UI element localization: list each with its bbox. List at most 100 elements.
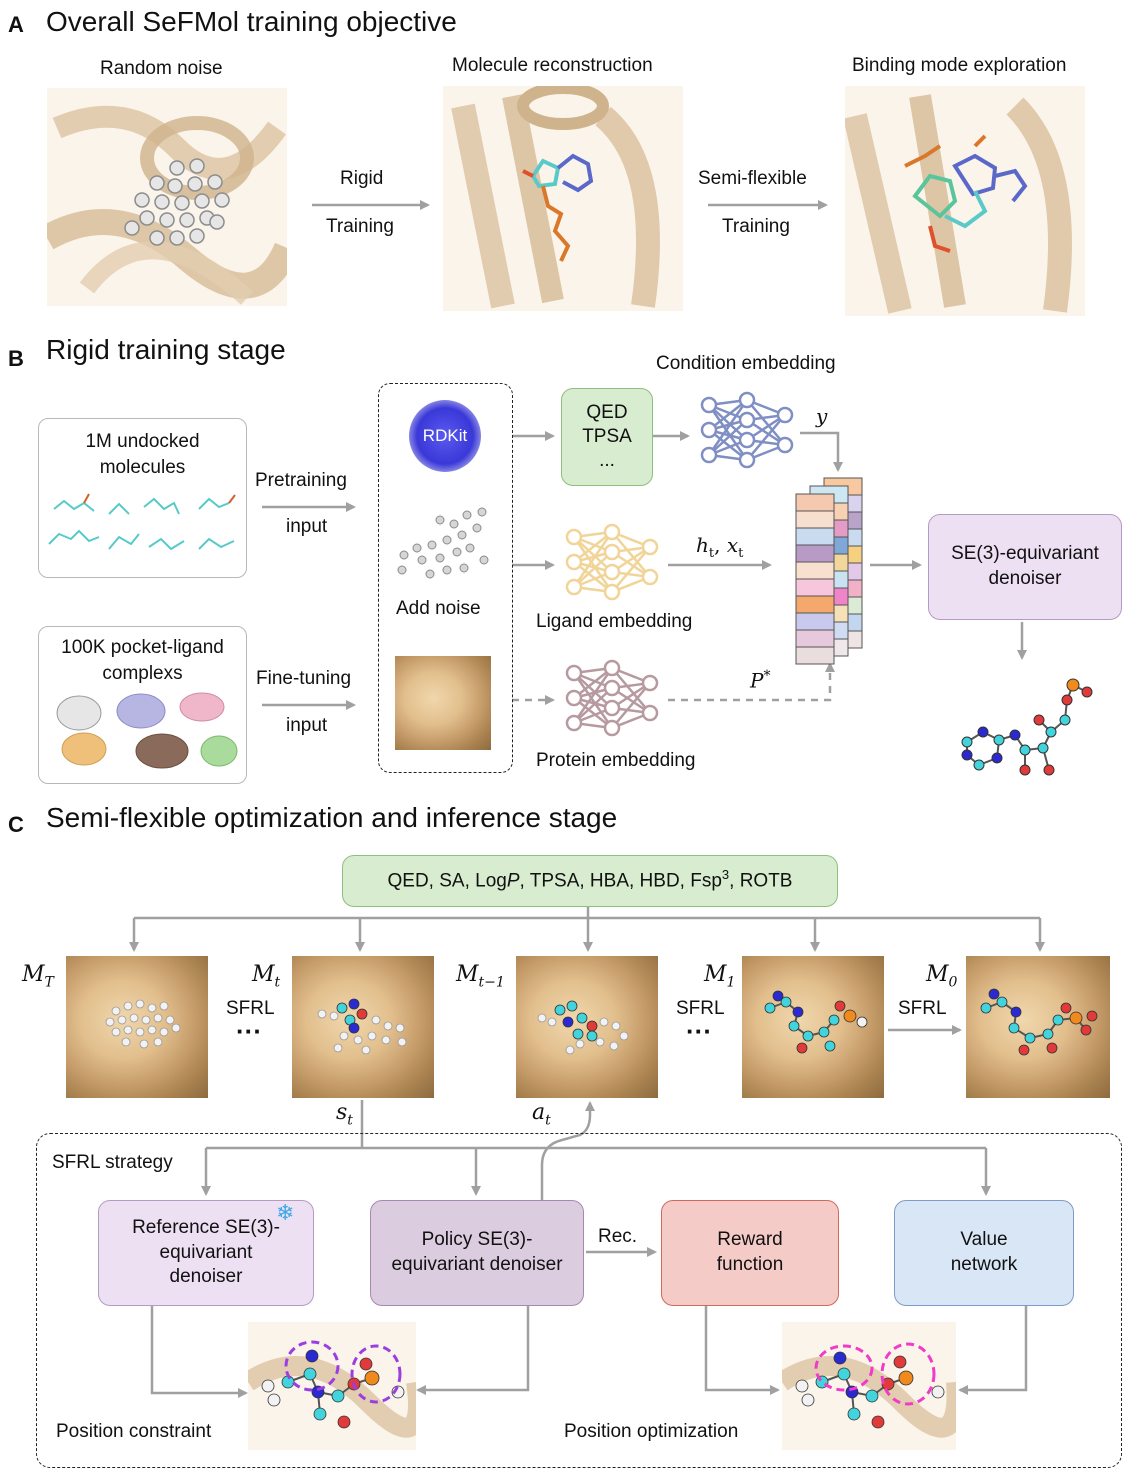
molecule-reconstruction-image: [443, 86, 683, 311]
m-t1-symbol: M: [456, 962, 479, 987]
position-optimization-label: Position optimization: [564, 1421, 739, 1442]
rdkit-text: RDKit: [422, 426, 468, 445]
m-1-symbol: M: [704, 962, 727, 987]
pocket-M-t-1: [516, 956, 658, 1098]
rec-label: Rec.: [598, 1226, 638, 1247]
pocket-ligand-label: 100K pocket-ligand complexs: [61, 637, 224, 684]
reward-function-label: Reward function: [716, 1229, 784, 1275]
a-t-sub: t: [545, 1112, 551, 1129]
a-t-label: at: [532, 1100, 551, 1128]
undocked-molecules-box: 1M undocked molecules: [38, 418, 247, 578]
s-t-sub: t: [347, 1112, 353, 1129]
noise-points: [392, 500, 502, 585]
h-symbol: h: [696, 533, 709, 557]
properties-box: QED TPSA ...: [561, 388, 653, 486]
props-post: , ROTB: [729, 870, 793, 892]
finetuning-label: Fine-tuning: [256, 668, 352, 689]
h-subscript: t: [708, 546, 715, 561]
condition-embedding-label: Condition embedding: [656, 353, 836, 374]
pocket-ligand-box: 100K pocket-ligand complexs: [38, 626, 247, 784]
m-0-sub: 0: [948, 974, 958, 991]
property-list-box: QED, SA, LogP, TPSA, HBA, HBD, Fsp3, ROT…: [342, 855, 838, 907]
random-noise-image: [47, 88, 287, 306]
dots-2: ···: [686, 1016, 712, 1046]
s-t-label: st: [336, 1100, 353, 1128]
arrow-action: [540, 1101, 595, 1200]
position-constraint-image: [248, 1322, 416, 1450]
props-tpsa: TPSA: [582, 426, 632, 448]
rigid-training-label: Training: [326, 216, 394, 237]
panel-c-letter: C: [8, 812, 24, 837]
panel-b-letter: B: [8, 346, 24, 371]
snowflake-icon: ❄: [276, 1200, 295, 1225]
pocket-surface-image: [395, 656, 491, 750]
pretraining-input-label: input: [286, 516, 328, 537]
m-0-symbol: M: [926, 962, 949, 987]
props-p: P: [506, 870, 520, 892]
rdkit-logo: RDKit: [409, 400, 481, 472]
m-1-label: M1: [704, 962, 735, 990]
molecule-reconstruction-label: Molecule reconstruction: [452, 55, 653, 76]
y-label: y: [816, 404, 828, 428]
value-network-label: Value network: [950, 1229, 1018, 1275]
props-sup: 3: [721, 867, 730, 883]
reward-function-box: Reward function: [661, 1200, 839, 1306]
position-optimization-image: [782, 1322, 956, 1450]
p-label: P*: [750, 668, 770, 693]
sfrl-strategy-label: SFRL strategy: [52, 1152, 173, 1173]
sfrl-label-2: SFRL: [676, 998, 725, 1019]
input-processing-box: [378, 383, 513, 773]
protein-embedding-label: Protein embedding: [536, 750, 696, 771]
generated-molecule: [955, 670, 1095, 790]
ligand-network-icon: [562, 522, 662, 602]
panel-b-title: Rigid training stage: [46, 334, 286, 365]
p-superscript: *: [763, 668, 771, 684]
m-T-symbol: M: [22, 962, 45, 987]
value-network-box: Value network: [894, 1200, 1074, 1306]
reference-denoiser-label: Reference SE(3)-equivariant denoiser: [132, 1216, 280, 1288]
binding-mode-label: Binding mode exploration: [852, 55, 1067, 76]
props-qed: QED: [586, 402, 628, 424]
props-mid: , TPSA, HBA, HBD, Fsp: [519, 870, 722, 892]
property-list: QED, SA, LogP, TPSA, HBA, HBD, Fsp3, ROT…: [388, 867, 793, 894]
policy-denoiser-box: Policy SE(3)-equivariant denoiser: [370, 1200, 584, 1306]
semi-flexible-training-label: Training: [722, 216, 790, 237]
m-t-symbol: M: [252, 962, 275, 987]
x-subscript: t: [738, 546, 744, 561]
random-noise-label: Random noise: [100, 58, 223, 79]
rigid-label: Rigid: [340, 168, 384, 189]
pocket-M-0: [966, 956, 1110, 1098]
binding-mode-image: [845, 86, 1085, 316]
m-T-label: MT: [22, 962, 54, 990]
props-pre: QED, SA, Log: [387, 870, 507, 892]
pretraining-label: Pretraining: [255, 470, 347, 491]
se3-denoiser-box: SE(3)-equivariant denoiser: [928, 514, 1122, 620]
undocked-molecules-label: 1M undocked molecules: [85, 431, 200, 478]
arrow-y: [800, 431, 843, 472]
m-t-label: Mt: [252, 962, 280, 990]
embedding-stack-front: [795, 493, 835, 665]
ligand-embedding-label: Ligand embedding: [536, 611, 693, 632]
panel-c-title: Semi-flexible optimization and inference…: [46, 802, 618, 833]
pocket-M-t: [292, 956, 434, 1098]
dots-1: ···: [236, 1016, 262, 1046]
pocket-M-1: [742, 956, 884, 1098]
m-0-label: M0: [926, 962, 957, 990]
a-t-symbol: a: [532, 1100, 546, 1125]
se3-denoiser-label: SE(3)-equivariant denoiser: [951, 543, 1099, 589]
add-noise-label: Add noise: [396, 598, 481, 619]
panel-a-letter: A: [8, 12, 24, 37]
sfrl-label-3: SFRL: [898, 998, 947, 1019]
p-symbol: P: [750, 668, 764, 693]
reference-denoiser-box: Reference SE(3)-equivariant denoiser: [98, 1200, 314, 1306]
props-more: ...: [599, 449, 615, 471]
finetuning-input-label: input: [286, 715, 328, 736]
condition-network-icon: [697, 390, 797, 470]
pocket-M-T: [66, 956, 208, 1098]
m-t1-label: Mt−1: [456, 962, 505, 990]
sfrl-label-1: SFRL: [226, 998, 275, 1019]
m-t-sub: t: [274, 974, 281, 991]
arrow-prot-concat: [668, 662, 835, 702]
m-T-sub: T: [44, 974, 54, 991]
m-1-sub: 1: [726, 974, 736, 991]
